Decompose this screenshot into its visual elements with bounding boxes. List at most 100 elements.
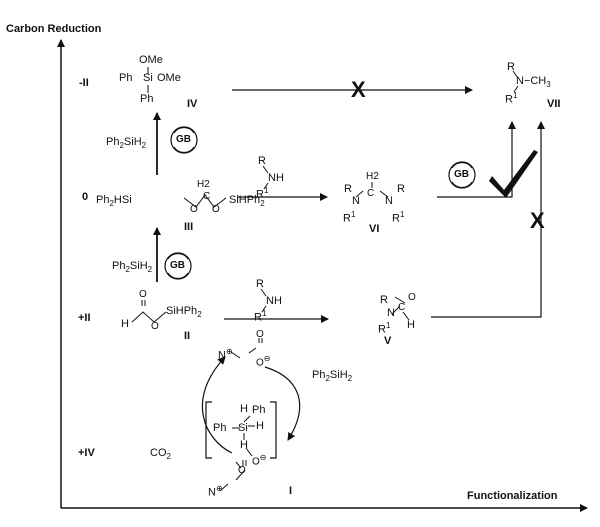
bond bbox=[261, 305, 267, 313]
i-o-carbonyl: O bbox=[238, 465, 246, 476]
bond bbox=[263, 182, 269, 190]
amine-upper-r: R bbox=[258, 155, 266, 167]
compound-iii-label: III bbox=[184, 221, 194, 233]
iii-o-left: O bbox=[190, 204, 198, 215]
v-r1: R1 bbox=[378, 321, 391, 336]
catalyst-circle-upper bbox=[170, 126, 198, 154]
bracket-right bbox=[270, 401, 277, 459]
v-c: C bbox=[398, 302, 406, 313]
vii-r1: R1 bbox=[505, 91, 518, 106]
iv-ome-right: OMe bbox=[157, 72, 181, 84]
catalyst-circle-lower bbox=[164, 252, 192, 280]
betaine-top-o-minus: O⊖ bbox=[256, 354, 271, 369]
amine-lower-r1: R1 bbox=[254, 309, 267, 324]
iv-ph-bottom: Ph bbox=[140, 93, 154, 105]
vii-r: R bbox=[507, 61, 515, 73]
iv-ph-left: Ph bbox=[119, 72, 133, 84]
catalyst-label-lower: GB bbox=[170, 260, 185, 271]
bond bbox=[248, 347, 257, 354]
i-h-bottom: H bbox=[240, 439, 248, 451]
bond bbox=[379, 190, 389, 198]
v-n: N bbox=[387, 307, 395, 319]
cycle-arc-right bbox=[264, 366, 301, 441]
cycle-arc-left bbox=[201, 356, 233, 454]
iii-h2: H2 bbox=[197, 179, 210, 190]
bond bbox=[131, 311, 167, 323]
vi-r1-left: R1 bbox=[343, 210, 356, 225]
vi-h2: H2 bbox=[366, 171, 379, 182]
amine-upper-r1: R1 bbox=[256, 186, 269, 201]
iv-si: Si bbox=[143, 72, 153, 84]
i-h-right: H bbox=[256, 420, 264, 432]
ii-h: H bbox=[121, 318, 129, 330]
bond bbox=[402, 311, 410, 321]
iii-right-silyl: SiHPh2 bbox=[229, 194, 265, 209]
bond bbox=[391, 305, 401, 315]
i-si: Si bbox=[238, 422, 248, 434]
ii-silyl: SiHPh2 bbox=[166, 305, 202, 320]
catalyst-label-upper: GB bbox=[176, 134, 191, 145]
ii-o-carbonyl: O bbox=[139, 289, 147, 300]
level-label-minus-ii: -II bbox=[79, 77, 89, 89]
amine-upper-nh: NH bbox=[268, 172, 284, 184]
compound-vi-label: VI bbox=[369, 223, 380, 235]
i-h-top: H bbox=[240, 403, 248, 415]
bond bbox=[235, 461, 242, 469]
bond bbox=[230, 351, 241, 359]
amine-lower-r: R bbox=[256, 278, 264, 290]
iii-o-right: O bbox=[212, 204, 220, 215]
catalyst-label-right: GB bbox=[454, 169, 469, 180]
silane-reagent-cycle: Ph2SiH2 bbox=[312, 369, 353, 384]
level-label-plus-iv: +IV bbox=[78, 447, 95, 459]
x-axis-title: Functionalization bbox=[467, 490, 558, 502]
bond bbox=[245, 447, 253, 457]
vi-r-left: R bbox=[344, 183, 352, 195]
bond bbox=[512, 70, 519, 79]
ii-o-ester: O bbox=[151, 321, 159, 332]
vi-n-left: N bbox=[352, 195, 360, 207]
v-h: H bbox=[407, 319, 415, 331]
amine-lower-nh: NH bbox=[266, 295, 282, 307]
i-ph-left: Ph bbox=[213, 422, 227, 434]
bond bbox=[219, 483, 229, 492]
blocked-x-upper: X bbox=[351, 77, 366, 102]
bond bbox=[355, 190, 364, 198]
iii-c: C bbox=[203, 191, 211, 202]
bracket-left bbox=[205, 401, 212, 459]
co2-reagent: CO2 bbox=[150, 447, 171, 462]
bond bbox=[260, 288, 267, 297]
y-axis-title: Carbon Reduction bbox=[6, 23, 102, 35]
compound-v-label: V bbox=[384, 335, 392, 347]
v-o: O bbox=[408, 292, 416, 303]
blocked-x-lower: X bbox=[530, 208, 545, 233]
level-label-zero: 0 bbox=[82, 191, 89, 203]
bond bbox=[394, 296, 406, 304]
vi-c: C bbox=[367, 188, 375, 199]
success-check-icon bbox=[489, 150, 538, 198]
silane-reagent-upper: Ph2SiH2 bbox=[106, 136, 147, 151]
i-ph-top: Ph bbox=[252, 404, 266, 416]
i-o-minus: O⊖ bbox=[252, 453, 267, 468]
betaine-top-nme: N⊕ bbox=[218, 347, 233, 362]
silane-reagent-lower: Ph2SiH2 bbox=[112, 260, 153, 275]
vi-n-right: N bbox=[385, 195, 393, 207]
compound-i-label: I bbox=[289, 485, 293, 497]
betaine-top-o-carbonyl: O bbox=[256, 329, 264, 340]
vi-r1-right: R1 bbox=[392, 210, 405, 225]
catalyst-circle-right bbox=[448, 161, 476, 189]
vi-r-right: R bbox=[397, 183, 405, 195]
level-label-plus-ii: +II bbox=[78, 312, 91, 324]
compound-iv-label: IV bbox=[187, 98, 198, 110]
bond bbox=[183, 194, 227, 208]
v-r: R bbox=[380, 294, 388, 306]
bond bbox=[513, 85, 519, 93]
bond bbox=[262, 165, 269, 174]
i-nme: N⊕ bbox=[208, 484, 223, 499]
bond bbox=[243, 415, 251, 423]
iv-ome-top: OMe bbox=[139, 54, 163, 66]
vii-n-ch3: N−CH3 bbox=[516, 75, 551, 90]
compound-ii-label: II bbox=[184, 330, 191, 342]
path-vi-to-vii bbox=[437, 121, 516, 198]
path-v-to-vii bbox=[431, 121, 545, 318]
